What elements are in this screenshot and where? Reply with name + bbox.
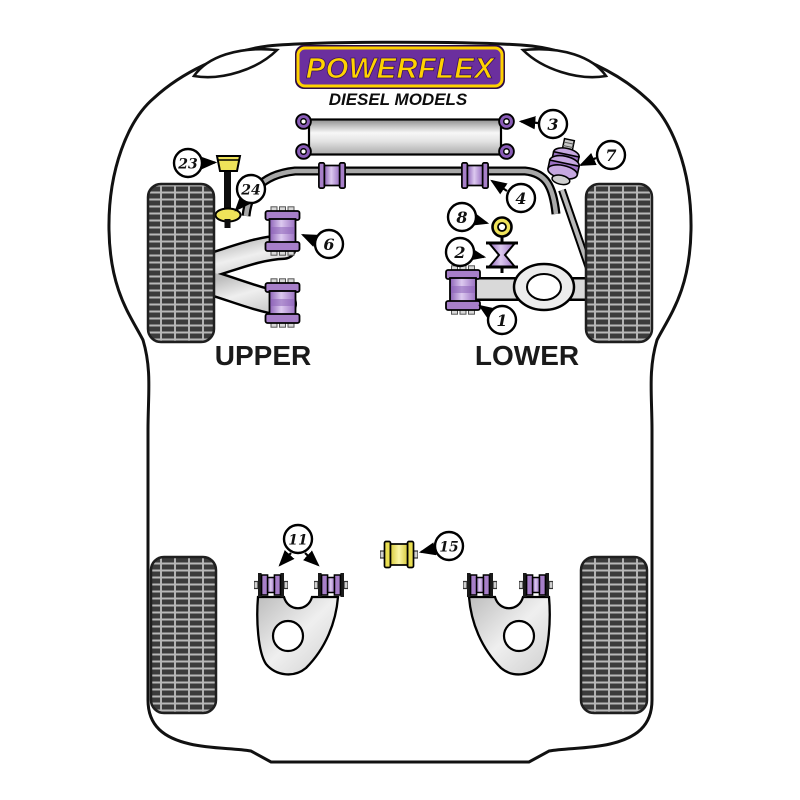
subframe-bush-top-right [498, 113, 515, 130]
tire-rear-right [579, 555, 649, 715]
drop-link [214, 155, 242, 228]
front-subframe [295, 113, 515, 160]
right-headlight-outline [520, 47, 609, 79]
subframe-bush-top-left [295, 113, 312, 130]
left-headlight-outline [191, 47, 280, 79]
callout-11: 11 [278, 523, 320, 567]
lower-arm-bush [445, 264, 481, 316]
wishbone-bush-front [264, 206, 301, 256]
callout-24: 24 [234, 173, 267, 212]
callout-7: 7 [579, 139, 627, 171]
callout-23: 23 [172, 147, 218, 179]
callout-1: 1 [478, 304, 518, 336]
callout-3: 3 [518, 108, 569, 140]
rear-bracket-left [254, 572, 348, 676]
callout-number: 1 [496, 311, 507, 330]
arb-bush-left [318, 162, 346, 189]
upper-label: UPPER [215, 340, 311, 371]
callout-4: 4 [490, 179, 537, 214]
callout-number: 11 [288, 533, 307, 549]
upper-wishbone [195, 206, 301, 328]
rear-centre-bush [380, 540, 418, 569]
callout-number: 23 [177, 157, 198, 173]
callout-15: 15 [418, 530, 465, 562]
callout-2: 2 [444, 236, 487, 268]
callout-number: 4 [515, 189, 526, 208]
callout-number: 8 [455, 208, 467, 227]
brand-text: POWERFLEX [306, 53, 495, 85]
arb-bush-right [461, 162, 489, 189]
callout-number: 6 [323, 235, 334, 254]
cone-bush-assembly [486, 216, 518, 273]
tire-front-left [146, 182, 216, 344]
powerflex-logo: POWERFLEX [295, 45, 505, 89]
callout-number: 15 [439, 540, 458, 556]
diesel-models-label: DIESEL MODELS [329, 90, 468, 109]
wishbone-bush-rear [264, 278, 301, 328]
callout-number: 24 [240, 183, 260, 199]
callout-number: 3 [547, 115, 558, 134]
shock-top-mount [547, 137, 581, 186]
callout-number: 2 [453, 243, 465, 262]
tires [146, 182, 654, 715]
callout-6: 6 [300, 228, 345, 260]
callout-8: 8 [446, 201, 490, 233]
tire-front-right [584, 182, 654, 344]
subframe-bush-bottom-right [498, 143, 515, 160]
lower-arm [445, 262, 588, 316]
callout-number: 7 [605, 146, 616, 165]
lower-label: LOWER [475, 340, 579, 371]
subframe-bush-bottom-left [295, 143, 312, 160]
tire-rear-left [149, 555, 218, 715]
rear-bracket-right [463, 572, 553, 676]
